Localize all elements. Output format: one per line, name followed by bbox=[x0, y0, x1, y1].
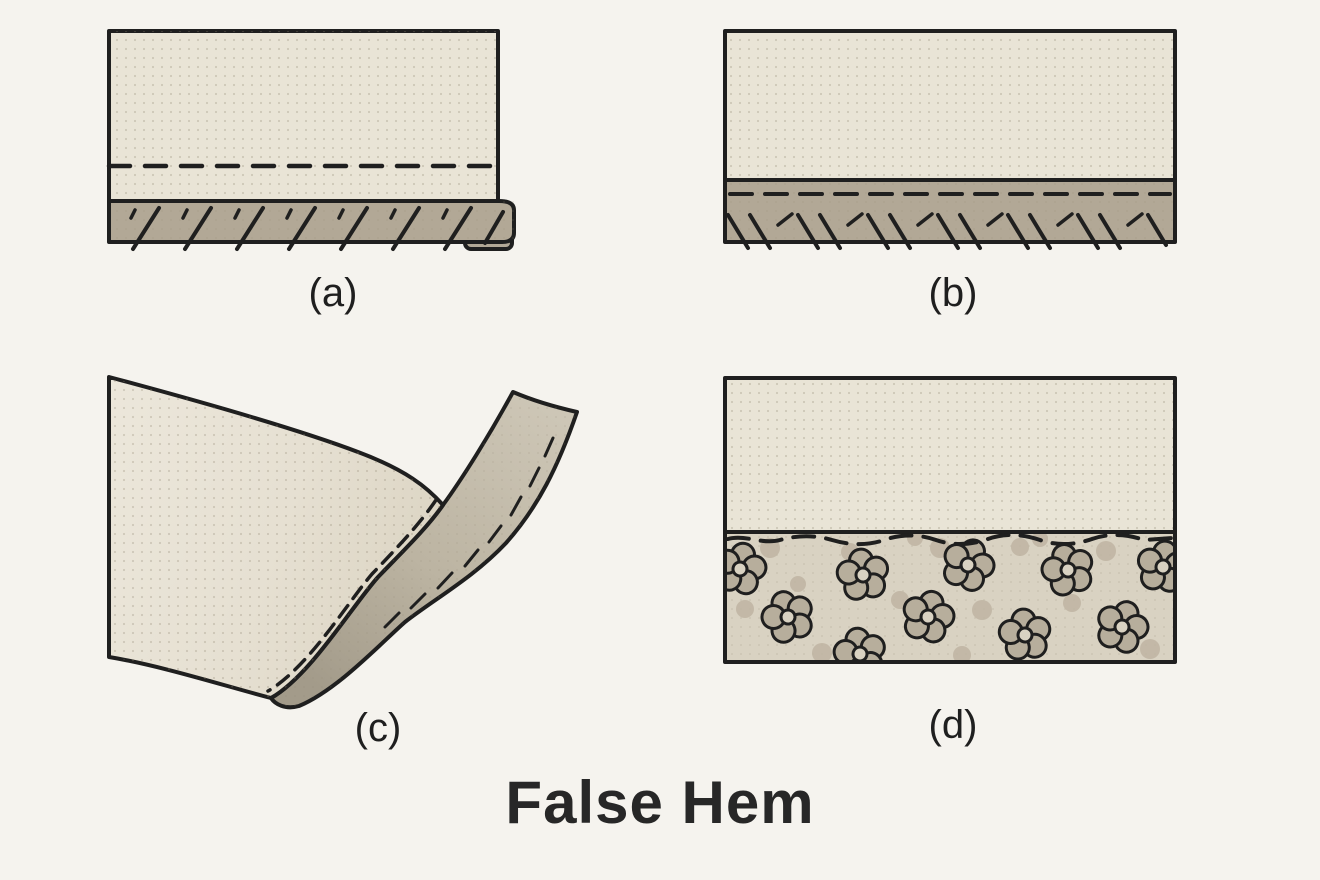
panel-c-label: (c) bbox=[354, 706, 402, 750]
hand-stitch-ticks bbox=[129, 208, 449, 220]
hand-stitch-hatching bbox=[131, 206, 505, 251]
panel-d-label: (d) bbox=[928, 703, 978, 747]
panel-d-illustration bbox=[723, 376, 1177, 664]
panel-border bbox=[723, 376, 1177, 664]
panel-b-label: (b) bbox=[928, 271, 978, 315]
bias-edge-hatching bbox=[383, 436, 555, 629]
floral-print bbox=[727, 534, 1173, 660]
fabric-texture bbox=[725, 31, 1175, 180]
stitch-line bbox=[726, 533, 1174, 547]
curved-fabric-texture bbox=[109, 377, 443, 698]
figure-title: False Hem bbox=[505, 769, 815, 836]
fabric-texture bbox=[109, 31, 498, 201]
panel-b-illustration bbox=[723, 29, 1177, 250]
panel-border bbox=[723, 29, 1177, 244]
panel-a-label: (a) bbox=[308, 271, 358, 315]
fabric-texture bbox=[725, 378, 1175, 532]
stitch-line bbox=[266, 498, 438, 693]
panel-a-illustration bbox=[106, 29, 516, 251]
facing-texture bbox=[109, 201, 514, 242]
panel-c-illustration bbox=[107, 375, 579, 710]
overcast-ticks bbox=[776, 212, 1144, 227]
print-dots bbox=[736, 534, 1160, 660]
